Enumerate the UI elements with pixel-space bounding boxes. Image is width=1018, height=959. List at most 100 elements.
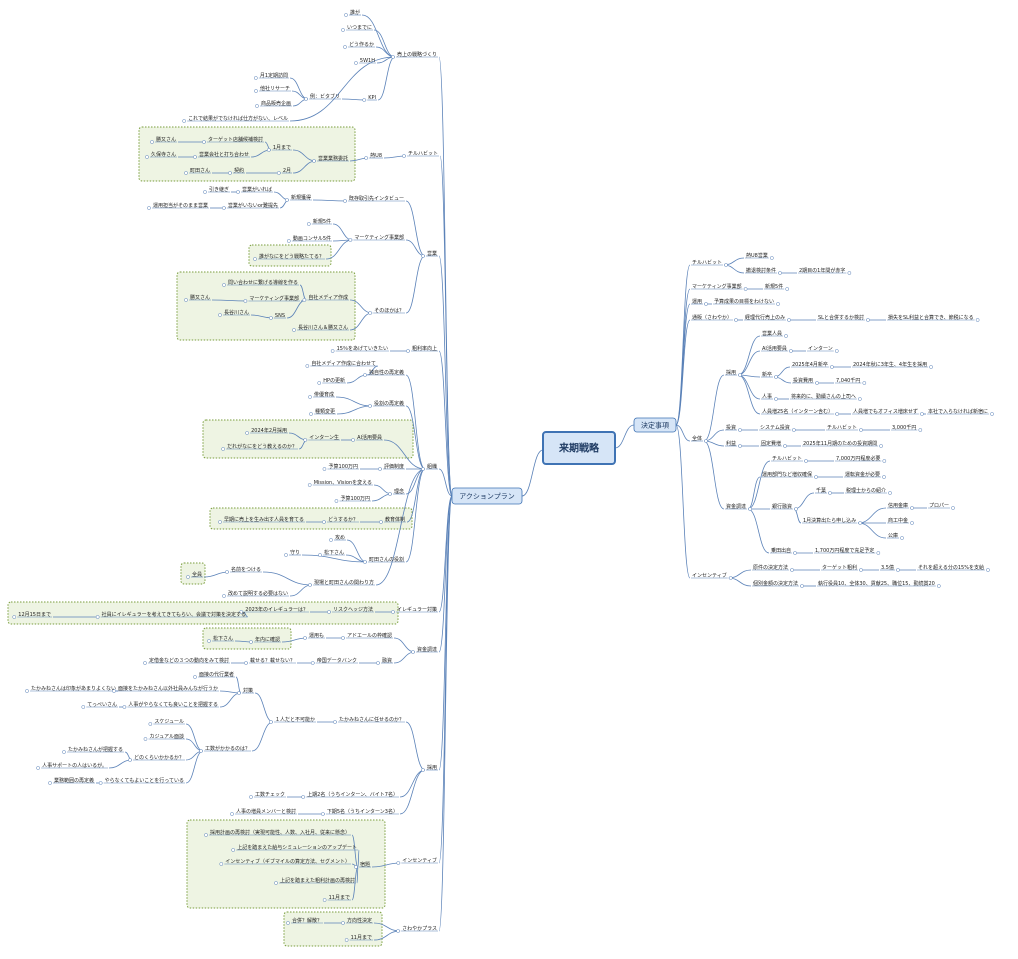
node-a2b[interactable]: 営業業務委託	[318, 155, 348, 162]
node-d5a10[interactable]: 将来的に、勤續さんの上司へ	[791, 393, 856, 400]
node-a5a[interactable]: 独自性の再定義	[369, 369, 404, 376]
collapse-toggle-icon[interactable]	[776, 302, 780, 306]
node-d5a7[interactable]: 投資費用	[793, 377, 813, 384]
node-a9b3[interactable]: インセンティブ（ギブマイルの算定方法、セグメント）	[225, 858, 350, 865]
node-d5a[interactable]: 採用	[726, 369, 736, 376]
collapse-toggle-icon[interactable]	[249, 795, 253, 799]
collapse-toggle-icon[interactable]	[317, 381, 322, 385]
node-a6d[interactable]: 12月15日まで	[18, 612, 51, 618]
collapse-toggle-icon[interactable]	[858, 397, 862, 401]
node-d4c[interactable]: 損失をSL利益と合算でき、節税になる	[888, 314, 974, 321]
node-d5a11[interactable]: 人員増25名（インターン含む）	[762, 408, 833, 415]
node-a7b1[interactable]: 帝国データバンク	[317, 657, 357, 664]
collapse-toggle-icon[interactable]	[330, 349, 335, 353]
node-d4b[interactable]: SLと合併するか検討	[818, 314, 864, 321]
node-a3b[interactable]: マーケティング事業部	[354, 234, 404, 241]
node-d5b2[interactable]: チルハビット	[827, 424, 857, 431]
collapse-toggle-icon[interactable]	[286, 921, 290, 925]
node-a5e2[interactable]: 予算100万円	[340, 495, 370, 502]
collapse-toggle-icon[interactable]	[98, 781, 103, 785]
node-a7b2[interactable]: 載せる？載せない？	[250, 657, 295, 664]
node-a5h1[interactable]: 名前をつける	[231, 566, 261, 573]
collapse-toggle-icon[interactable]	[859, 428, 863, 432]
collapse-toggle-icon[interactable]	[230, 812, 234, 816]
collapse-toggle-icon[interactable]	[303, 438, 308, 442]
collapse-toggle-icon[interactable]	[341, 921, 345, 925]
main-topic-decisions[interactable]: 決定事項	[633, 417, 677, 433]
collapse-toggle-icon[interactable]	[421, 467, 425, 471]
collapse-toggle-icon[interactable]	[396, 861, 401, 865]
collapse-toggle-icon[interactable]	[193, 155, 197, 159]
node-a3c4[interactable]: SNS	[275, 313, 285, 319]
node-a1e[interactable]: KPI	[368, 95, 376, 101]
collapse-toggle-icon[interactable]	[253, 257, 257, 261]
node-d5a12[interactable]: 人員増でもオフィス増床せず	[853, 408, 918, 415]
collapse-toggle-icon[interactable]	[728, 576, 733, 580]
node-a10a[interactable]: 方向性決定	[347, 917, 372, 924]
node-a8c3[interactable]: どのくらいかかるか？	[134, 754, 184, 761]
node-a4[interactable]: 粗利率向上	[412, 345, 437, 352]
node-a3c3[interactable]: マーケティング事業部	[249, 295, 299, 302]
node-a8b5[interactable]: てっぺいさん	[87, 701, 117, 708]
node-a8c6[interactable]: やらなくてもよいことを行っている	[105, 777, 184, 784]
collapse-toggle-icon[interactable]	[804, 459, 808, 463]
node-a8c5[interactable]: 人事サポートの人はいるが。	[42, 762, 107, 769]
collapse-toggle-icon[interactable]	[379, 520, 383, 524]
node-a3c[interactable]: そのほかは？	[374, 307, 404, 314]
collapse-toggle-icon[interactable]	[184, 298, 188, 302]
collapse-toggle-icon[interactable]	[785, 287, 790, 291]
node-d5a8[interactable]: 7,040千円	[836, 377, 860, 384]
collapse-toggle-icon[interactable]	[301, 795, 306, 799]
node-a5c1[interactable]: インターン生	[309, 434, 339, 441]
node-a5h2[interactable]: 全員	[192, 571, 202, 578]
collapse-toggle-icon[interactable]	[792, 428, 796, 432]
node-a1c[interactable]: どう作るか	[349, 41, 374, 48]
collapse-toggle-icon[interactable]	[738, 444, 742, 448]
collapse-toggle-icon[interactable]	[774, 375, 778, 379]
node-a3b2[interactable]: 動画コンサル5件	[293, 235, 331, 242]
collapse-toggle-icon[interactable]	[203, 190, 207, 194]
node-a2d2[interactable]: 久保寺さん	[151, 151, 176, 158]
collapse-toggle-icon[interactable]	[112, 689, 116, 693]
collapse-toggle-icon[interactable]	[303, 636, 307, 640]
node-a5c[interactable]: AI活用要員	[357, 434, 382, 441]
collapse-toggle-icon[interactable]	[738, 373, 742, 377]
collapse-toggle-icon[interactable]	[309, 412, 313, 416]
node-a3c1[interactable]: 自社メディア作成	[308, 294, 348, 301]
node-d6d[interactable]: それを超える分の15%を支給	[918, 564, 984, 571]
collapse-toggle-icon[interactable]	[269, 316, 273, 320]
node-a3a3[interactable]: 営業がいないor難提先	[228, 202, 278, 209]
collapse-toggle-icon[interactable]	[794, 507, 798, 511]
node-a8d1[interactable]: 工数チェック	[255, 791, 285, 798]
collapse-toggle-icon[interactable]	[285, 198, 289, 202]
node-d5d8[interactable]: 1月決算出たら申し込み	[803, 517, 856, 524]
node-d5d10[interactable]: プロパー	[929, 503, 949, 509]
root-topic[interactable]: 来期戦略	[542, 431, 616, 465]
collapse-toggle-icon[interactable]	[343, 45, 347, 49]
collapse-toggle-icon[interactable]	[789, 349, 793, 353]
node-d5a13[interactable]: 本社で入らなければ新宿に	[928, 408, 988, 415]
collapse-toggle-icon[interactable]	[231, 848, 236, 852]
collapse-toggle-icon[interactable]	[348, 238, 353, 242]
collapse-toggle-icon[interactable]	[787, 318, 791, 322]
node-a8b2[interactable]: 面接をたかみねさん以外社員みんなが行うか	[118, 685, 218, 692]
collapse-toggle-icon[interactable]	[879, 444, 883, 448]
node-a8c2[interactable]: カジュアル面談	[149, 733, 184, 740]
collapse-toggle-icon[interactable]	[286, 239, 291, 243]
node-d6a[interactable]: 原件の決定方法	[753, 564, 788, 571]
collapse-toggle-icon[interactable]	[222, 206, 226, 210]
node-d5b3[interactable]: 3,000千円	[892, 424, 916, 431]
node-a2a[interactable]: 熱U8	[370, 152, 382, 159]
collapse-toggle-icon[interactable]	[900, 536, 904, 540]
node-d6e[interactable]: 個別金額の決定方法	[753, 580, 798, 587]
collapse-toggle-icon[interactable]	[774, 397, 778, 401]
node-a5g2[interactable]: 松下さん	[324, 549, 344, 556]
node-a5c2[interactable]: 2024年2月採用	[251, 427, 287, 434]
node-a8c[interactable]: 工数がかかるのは？	[205, 745, 250, 752]
node-a9b2[interactable]: 上記を踏まえた給与シミュレーションのアップデート	[237, 844, 357, 851]
node-a5f1[interactable]: どうするか？	[328, 516, 358, 523]
collapse-toggle-icon[interactable]	[704, 439, 708, 443]
node-a3a1[interactable]: 新規獲得	[291, 194, 311, 201]
node-d2[interactable]: マーケティング事業部	[692, 283, 742, 290]
node-a5h[interactable]: 現場と町田さんの関わり方	[314, 579, 374, 586]
